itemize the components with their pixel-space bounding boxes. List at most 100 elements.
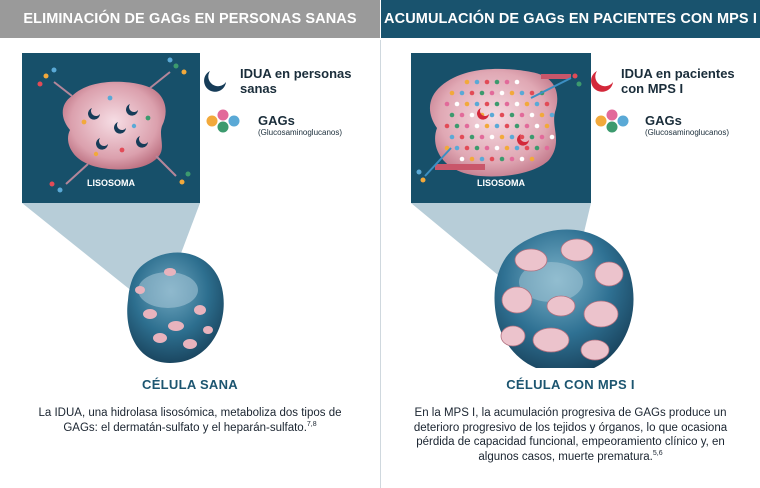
enzyme-group-mps [477,108,529,146]
gag-dot [464,145,470,151]
gag-dot [454,123,460,129]
gag-cluster-icon-mps [595,109,629,133]
gag-dot [489,134,495,140]
legend-gags: GAGs [258,113,295,128]
gag-dot [519,156,525,162]
gag-dot [449,112,455,118]
gag-dot [524,123,530,129]
gag-dot [444,101,450,107]
gag-dot [544,101,550,107]
gag-dot [519,112,525,118]
mps-diagram [411,53,634,368]
gag-dot [474,145,480,151]
gag-dot [504,101,510,107]
gag-dot [484,101,490,107]
gag-dot [539,134,545,140]
gag-dot [534,123,540,129]
gag-dot [539,112,545,118]
legend-gags-sub: (Glucosaminoglucanos) [258,128,343,137]
healthy-description: La IDUA, una hidrolasa lisosómica, metab… [20,406,360,435]
gag-dot [464,123,470,129]
gag-dot [529,112,535,118]
enzyme-group-healthy [88,104,148,150]
gag-dot [469,134,475,140]
gag-dot [519,134,525,140]
legend-enzyme-mps: IDUA en pacientes con MPS I [621,66,735,96]
gag-dot [529,156,535,162]
gag-dot [499,90,505,96]
mps-header: ACUMULACIÓN DE GAGs EN PACIENTES CON MPS… [381,0,760,38]
enzyme-mps-icon [591,71,613,92]
gag-dot [489,112,495,118]
gag-cluster-icon [206,109,240,133]
gag-dots-outside-mps [416,73,582,183]
gag-dot [474,101,480,107]
panel-divider [380,40,381,488]
gag-dot [514,79,520,85]
gag-dot [459,90,465,96]
gag-dot [479,134,485,140]
gag-dot [479,156,485,162]
gag-dot [444,145,450,151]
gag-dot [549,112,555,118]
healthy-description-text: La IDUA, una hidrolasa lisosómica, metab… [38,407,342,434]
healthy-cell-title: CÉLULA SANA [142,377,238,392]
export-arrow-mps-top [530,77,572,99]
gag-dot [499,112,505,118]
gag-dot [549,134,555,140]
gag-dot [514,145,520,151]
mps-description: En la MPS I, la acumulación progresiva d… [401,406,740,464]
gag-dot [464,79,470,85]
gag-dot [514,101,520,107]
legend-enzyme-healthy: IDUA en personas sanas [240,66,352,96]
healthy-header: ELIMINACIÓN DE GAGs EN PERSONAS SANAS [0,0,380,38]
gag-dot [459,112,465,118]
gag-dot [484,79,490,85]
gag-dot [459,156,465,162]
gag-dot [484,123,490,129]
gag-dot [454,101,460,107]
gag-dot [494,79,500,85]
gag-dot [524,145,530,151]
gag-dot [474,79,480,85]
healthy-description-refs: 7,8 [306,420,317,428]
healthy-cell-lysosomes [135,268,213,349]
gag-dot [469,112,475,118]
mps-cell-lysosomes [500,238,624,361]
gag-dots-outside [37,57,191,193]
gag-dot [449,134,455,140]
gag-dot [454,145,460,151]
gag-dot [469,90,475,96]
healthy-cell [127,252,224,363]
legend-gags-sub-mps: (Glucosaminoglucanos) [645,128,730,137]
gag-dot [504,145,510,151]
export-arrows [53,71,177,185]
lysosome-healthy [62,81,166,170]
gag-dot [509,90,515,96]
mps-cell-highlight [519,262,583,302]
gag-dot [534,101,540,107]
gag-dot [489,90,495,96]
mps-panel: ACUMULACIÓN DE GAGs EN PACIENTES CON MPS… [381,0,760,488]
gag-dot [494,145,500,151]
gag-dot [504,79,510,85]
gag-dot [469,156,475,162]
gag-dot [459,134,465,140]
gag-dot [484,145,490,151]
gag-dot [529,134,535,140]
healthy-diagram [22,53,240,363]
gag-dot [509,156,515,162]
gag-dot [444,123,450,129]
lysosome-label: LISOSOMA [86,178,135,188]
gag-dot [499,156,505,162]
enzyme-healthy-icon [204,71,226,92]
gag-dot [509,112,515,118]
gag-dot [464,101,470,107]
gag-dot [489,156,495,162]
gag-dot [494,123,500,129]
lysosome-label-mps: LISOSOMA [476,178,525,188]
gag-dot [544,123,550,129]
gag-dot [474,123,480,129]
mps-cell-title: CÉLULA CON MPS I [506,377,635,392]
gag-dot [509,134,515,140]
